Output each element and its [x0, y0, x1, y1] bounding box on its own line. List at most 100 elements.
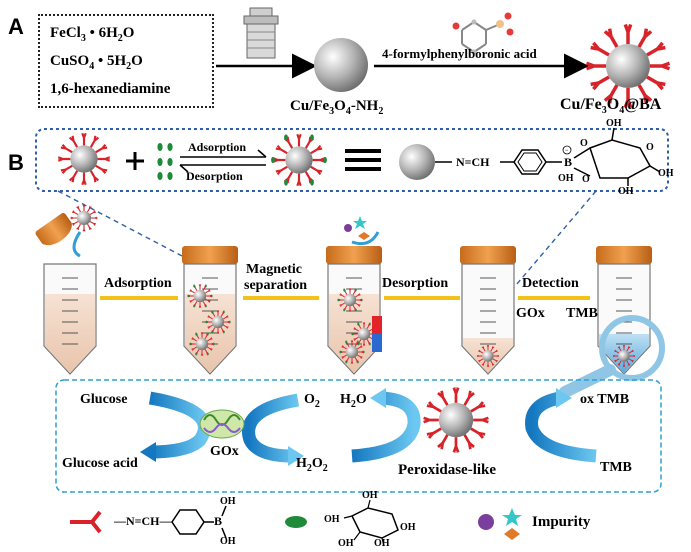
reagent-hexanediamine: 1,6-hexanediamine: [50, 81, 171, 97]
ligand-mark: [272, 157, 286, 163]
bound-glucose-mark: [228, 320, 231, 324]
ester-o-label-2: O: [582, 174, 590, 185]
ligand-mark: [81, 172, 87, 186]
bound-glucose-mark: [323, 156, 327, 164]
ligand-mark: [646, 75, 666, 91]
ligand-mark: [603, 28, 619, 48]
ester-o-label-1: O: [580, 138, 588, 149]
particle-core: [211, 315, 225, 329]
magnifier-icon: [559, 315, 665, 398]
ligand-mark: [463, 390, 475, 406]
boronate-glucose-ester: [573, 127, 661, 186]
tube-cap: [596, 246, 652, 264]
ligand-mark: [355, 302, 361, 307]
ligand-mark: [492, 358, 498, 363]
particle-core: [195, 337, 209, 351]
legend-glucose-structure: [343, 499, 399, 547]
bound-glucose-mark: [223, 330, 225, 334]
bound-glucose-mark: [343, 288, 345, 292]
bound-glucose-mark: [310, 179, 314, 186]
ligand-mark: [341, 354, 347, 359]
ligand-mark: [613, 354, 619, 358]
bound-glucose-mark: [284, 179, 288, 186]
ligand-mark: [626, 346, 631, 352]
svg-text:−: −: [565, 148, 569, 154]
ligand-mark: [189, 298, 195, 303]
bound-glucose-mark: [369, 342, 371, 346]
glucose-oh-label-2: OH: [658, 168, 674, 179]
ligand-mark: [82, 204, 86, 211]
cascade-arrows: [140, 388, 597, 466]
bound-glucose-mark: [351, 332, 354, 336]
reagent-fecl3: FeCl3 • 6H2O: [50, 25, 135, 44]
ligand-mark: [310, 165, 323, 176]
legend-glu-oh-2: OH: [324, 514, 340, 525]
ligand-mark: [223, 315, 229, 320]
bound-glucose-mark: [205, 320, 208, 324]
tube-particle: [187, 284, 213, 308]
ligand-mark: [603, 84, 619, 104]
ligand-mark: [89, 221, 97, 226]
particle-core: [345, 345, 359, 359]
bound-glucose-mark: [360, 298, 363, 302]
reagent-cuso4: CuSO4 • 5H2O: [50, 53, 143, 72]
step-reagent-label: 4-formylphenylboronic acid: [382, 46, 537, 61]
magnet-icon: [372, 316, 382, 352]
ligand-mark: [452, 387, 460, 403]
ligand-mark: [481, 360, 486, 366]
legend-glu-oh-4: OH: [374, 538, 390, 549]
ligand-mark: [339, 302, 345, 307]
ligand-mark: [617, 360, 622, 366]
ligand-mark: [207, 324, 213, 329]
ligand-mark: [207, 337, 213, 342]
ligand-mark: [89, 210, 97, 215]
ligand-mark: [353, 336, 359, 341]
glucose-molecules-icon: [157, 143, 173, 180]
workflow-step-desorption: Desorption: [382, 276, 449, 291]
cascade-glucose: Glucose: [80, 392, 128, 407]
cascade-glucose-acid: Glucose acid: [62, 456, 138, 471]
particle-core: [285, 146, 313, 174]
ligand-mark: [623, 23, 633, 44]
imine-label: N=CH: [456, 155, 490, 169]
zoom-line-left: [57, 190, 206, 269]
glucose-oh-label-1: OH: [606, 118, 622, 129]
workflow-step-adsorption: Adsorption: [104, 276, 172, 291]
centrifuge-tube: [43, 263, 97, 375]
tube-particle: [205, 310, 231, 334]
ligand-mark: [76, 223, 81, 231]
ligand-mark: [470, 427, 486, 439]
ligand-mark: [481, 346, 486, 352]
workflow-gox-label: GOx: [516, 306, 545, 321]
bound-glucose-mark: [189, 342, 192, 346]
eq-forward-label: Adsorption: [188, 140, 247, 154]
particle-core: [438, 402, 474, 438]
ligand-mark: [350, 358, 354, 364]
ligand-mark: [81, 132, 87, 146]
ligand-mark: [71, 210, 79, 215]
ligand-mark: [463, 434, 475, 450]
bound-glucose-mark: [195, 332, 197, 336]
ligand-mark: [623, 88, 633, 109]
ligand-mark: [205, 289, 211, 294]
ligand-mark: [207, 315, 213, 320]
ligand-mark: [622, 345, 626, 351]
ligand-mark: [493, 354, 499, 358]
ligand-mark: [312, 157, 326, 163]
ligand-mark: [87, 205, 92, 213]
ba-particle-bound: [271, 133, 327, 187]
bound-glucose-mark: [310, 134, 314, 141]
ligand-mark: [470, 401, 486, 413]
ligand-mark: [590, 75, 610, 91]
ligand-mark: [490, 346, 495, 352]
ligand-mark: [637, 84, 653, 104]
ligand-mark: [89, 135, 100, 148]
equilibrium-box: [35, 128, 669, 192]
ligand-mark: [452, 437, 460, 453]
panel-label-b: B: [8, 150, 24, 175]
core-particle: [399, 144, 435, 180]
bound-glucose-mark: [337, 298, 340, 302]
ligand-mark: [590, 41, 610, 57]
cu-fe3o4-ba-particle: [585, 23, 671, 109]
